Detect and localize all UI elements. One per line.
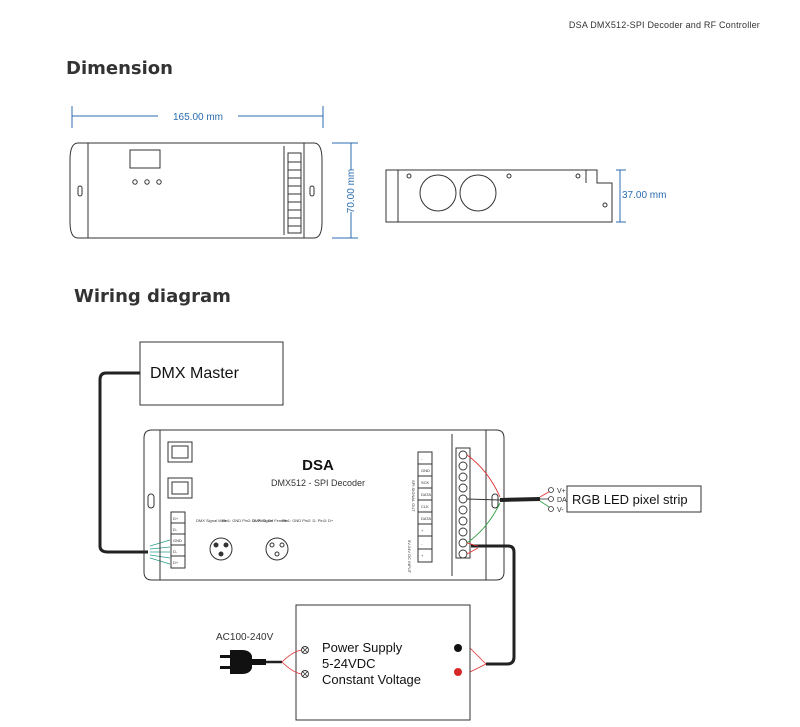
left-terminal-5: D+	[173, 560, 179, 565]
port-label-female-pins: Pin1: GND Pin2: D- Pin3: D+	[282, 518, 334, 523]
dimension-length: 165.00 mm	[173, 112, 223, 123]
psu-line-1: Power Supply	[322, 640, 403, 655]
power-input-label: 5V-24V DC INPUT	[407, 540, 412, 574]
right-terminal-8: -	[421, 541, 423, 546]
right-terminal-2: GND	[421, 468, 430, 473]
left-terminal-2: D-	[173, 527, 178, 532]
psu-negative-terminal	[454, 644, 462, 652]
ac-input-label: AC100-240V	[216, 632, 274, 643]
right-terminal-4: DATA	[421, 492, 431, 497]
dimension-height: 37.00 mm	[622, 190, 666, 201]
port-label-male-pins: Pin1: GND Pin2: D- Pin3: D+	[222, 518, 274, 523]
rgb-strip-box	[566, 485, 702, 513]
port-label-male: DMX Signal Male	[196, 518, 228, 523]
left-terminal-1: D+	[173, 516, 179, 521]
document-header: DSA DMX512-SPI Decoder and RF Controller	[568, 20, 760, 30]
right-terminal-9: +	[421, 553, 424, 558]
right-terminal-3: SCK	[421, 480, 430, 485]
spi-out-label: SPI SIGNAL OUT	[411, 480, 416, 512]
right-terminal-7: +	[421, 528, 424, 533]
dsa-device	[143, 429, 505, 581]
power-supply-box	[295, 604, 471, 721]
terminal-screws	[458, 450, 468, 559]
section-title-wiring: Wiring diagram	[74, 286, 231, 307]
device-top-view	[69, 106, 358, 239]
device-side-view	[385, 169, 626, 223]
strip-pin-da: DA	[557, 497, 567, 504]
dmx-cable	[98, 371, 148, 554]
led-strip-cable	[499, 497, 541, 502]
strip-pin-vplus: V+	[557, 488, 566, 495]
port-label-female: DMX Signal Female	[252, 518, 288, 523]
right-terminal-5: CLK	[421, 504, 429, 509]
strip-pin-vminus: V-	[557, 507, 564, 514]
dimension-width: 70.00 mm	[346, 169, 357, 213]
dmx-master-label: DMX Master	[150, 365, 240, 382]
ac-plug-icon	[220, 650, 266, 674]
left-terminal-3: GND	[173, 538, 182, 543]
section-title-dimension: Dimension	[66, 58, 173, 79]
left-terminal-4: D-	[173, 549, 178, 554]
led-strip-wires	[466, 454, 501, 544]
psu-line-2: 5-24VDC	[322, 656, 375, 671]
device-subtitle: DMX512 - SPI Decoder	[271, 478, 365, 488]
dc-power-cable	[471, 544, 516, 666]
rgb-strip-label: RGB LED pixel strip	[572, 492, 688, 507]
psu-positive-terminal	[454, 668, 462, 676]
device-name: DSA	[302, 457, 334, 474]
right-terminal-6: DATA	[421, 516, 431, 521]
psu-line-3: Constant Voltage	[322, 672, 421, 687]
right-terminal-1: -	[421, 456, 423, 461]
